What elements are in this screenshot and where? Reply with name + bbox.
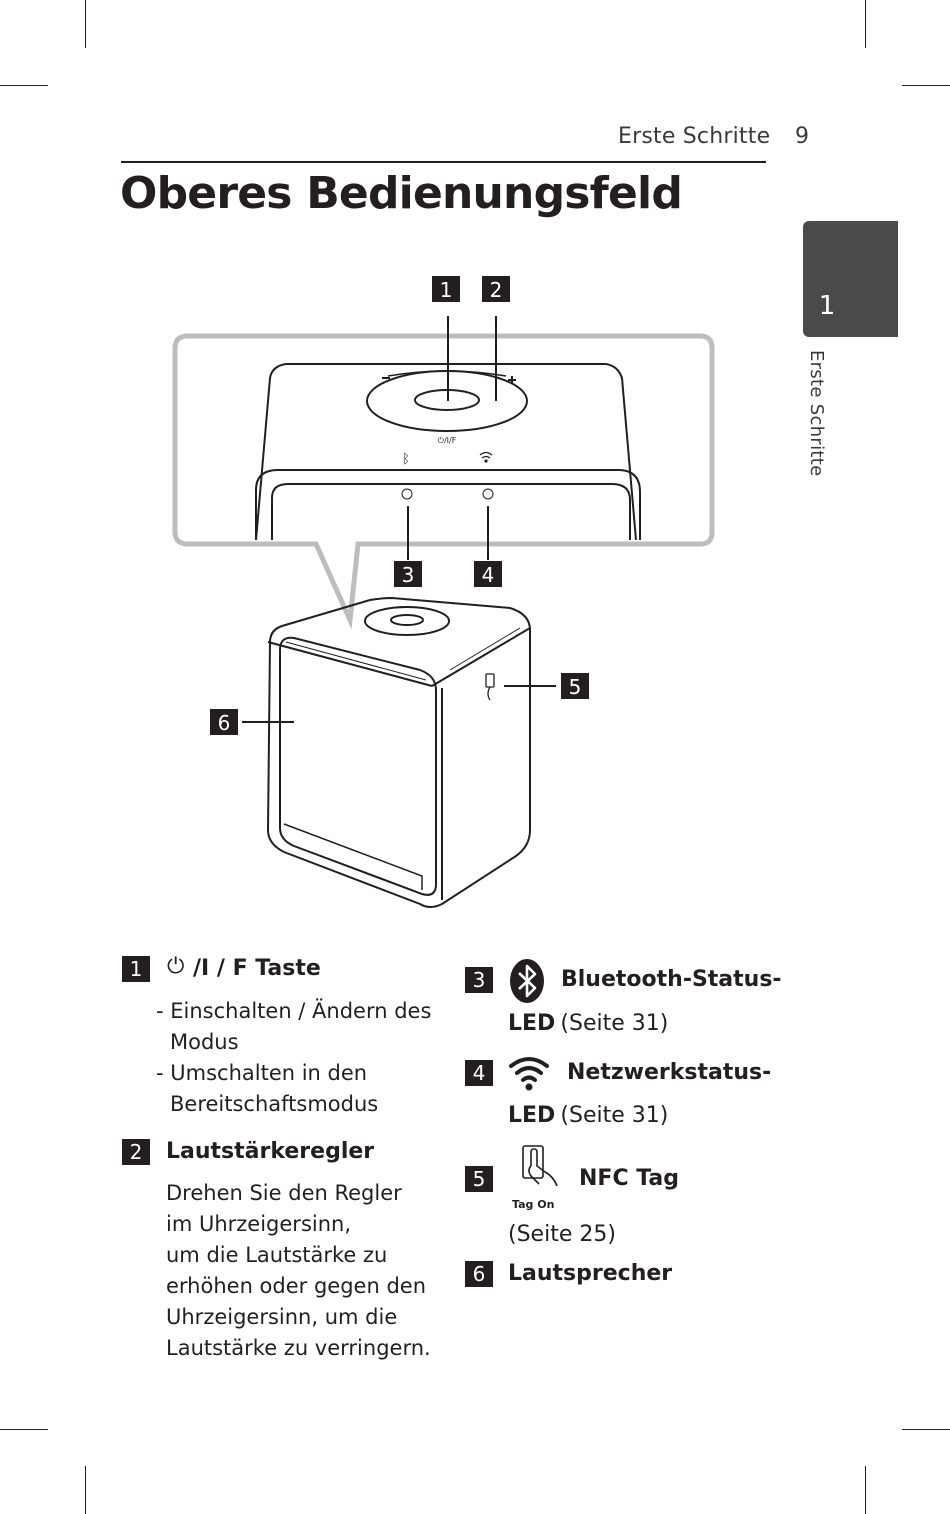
- crop-mark: [85, 0, 86, 48]
- svg-text:5: 5: [569, 675, 582, 699]
- crop-mark: [902, 85, 950, 86]
- legend-item-4: 4 Netzwerkstatus-: [465, 1057, 775, 1100]
- power-icon: ⏻: [167, 954, 185, 979]
- legend-item-3-label: Bluetooth-Status-: [561, 967, 782, 992]
- legend-badge-2: 2: [122, 1139, 150, 1165]
- legend-badge-6: 6: [465, 1261, 493, 1287]
- legend-item-4-label2: LED: [508, 1103, 556, 1128]
- legend-item-1-line: Modus: [170, 1030, 239, 1054]
- legend-badge-5: 5: [465, 1166, 493, 1192]
- legend-item-2: 2 Lautstärkeregler: [122, 1139, 442, 1169]
- legend-item-3-label2: LED: [508, 1011, 556, 1036]
- svg-text:6: 6: [218, 711, 231, 735]
- legend-item-1-line: - Einschalten / Ändern des: [156, 999, 432, 1023]
- callout-badge-3: 3: [394, 561, 422, 587]
- wifi-icon: [479, 451, 493, 463]
- page-number: 9: [795, 124, 809, 149]
- legend-item-2-line: um die Lautstärke zu: [166, 1243, 388, 1267]
- legend-item-5-label: NFC Tag: [579, 1166, 680, 1191]
- bluetooth-icon: ᛒ: [402, 452, 410, 467]
- legend-item-5-ref: (Seite 25): [508, 1222, 616, 1247]
- running-header-section: Erste Schritte: [618, 124, 771, 149]
- legend-item-4-ref: (Seite 31): [560, 1103, 669, 1128]
- legend-item-1-line: - Umschalten in den: [156, 1061, 368, 1085]
- callout-badge-5: 5: [561, 673, 589, 699]
- legend-item-3: 3 Bluetooth-Status-: [465, 959, 782, 1007]
- wifi-icon: [509, 1057, 549, 1091]
- crop-mark: [0, 1429, 48, 1430]
- callout-badge-6: 6: [210, 709, 238, 735]
- legend-item-3-line2: LED (Seite 31): [508, 1008, 668, 1039]
- svg-text:4: 4: [482, 563, 495, 587]
- bluetooth-led: [401, 488, 413, 500]
- legend-item-1-line: Bereitschaftsmodus: [170, 1092, 379, 1116]
- header-rule: [121, 161, 766, 163]
- legend-badge-4: 4: [465, 1060, 493, 1086]
- bluetooth-icon: [510, 959, 544, 1003]
- legend-item-6-label: Lautsprecher: [508, 1261, 673, 1286]
- callout-badge-4: 4: [474, 561, 502, 587]
- nfc-tag-icon: [522, 1145, 558, 1187]
- legend-badge-3: 3: [465, 967, 493, 993]
- legend-item-2-line: Lautstärke zu verringern.: [166, 1336, 431, 1360]
- legend-item-2-line: im Uhrzeigersinn,: [166, 1212, 352, 1236]
- speaker-front-rim: [255, 469, 641, 540]
- legend-item-2-label: Lautstärkeregler: [166, 1139, 375, 1164]
- legend-item-4-label: Netzwerkstatus-: [567, 1060, 772, 1085]
- nfc-mark-icon: [485, 673, 495, 701]
- zoom-callout-frame: [172, 333, 715, 630]
- crop-mark: [865, 1466, 866, 1514]
- svg-text:3: 3: [402, 563, 415, 587]
- legend-item-6: 6 Lautsprecher: [465, 1261, 775, 1291]
- callout-badge-2: 2: [482, 276, 510, 302]
- page-title: Oberes Bedienungsfeld: [120, 168, 683, 219]
- crop-mark: [902, 1429, 950, 1430]
- legend-badge-1: 1: [122, 956, 150, 982]
- speaker-diagram: ⏻/I/F ᛒ 1 2 3 4 5 6: [172, 276, 715, 908]
- chapter-number: 1: [818, 291, 836, 321]
- legend-item-4-line2: LED (Seite 31): [508, 1100, 668, 1131]
- nfc-tag-icon-caption: Tag On: [512, 1198, 555, 1211]
- legend-item-2-line: Drehen Sie den Regler: [166, 1181, 402, 1205]
- legend-item-2-line: Uhrzeigersinn, um die: [166, 1305, 398, 1329]
- network-led: [482, 488, 494, 500]
- power-button-label: ⏻/I/F: [438, 436, 457, 445]
- legend-item-5: 5 Tag On NFC Tag: [465, 1145, 775, 1211]
- speaker-grille: [279, 636, 437, 896]
- svg-text:1: 1: [440, 278, 453, 302]
- speaker-top-enlarged: [255, 363, 637, 541]
- legend-item-1-label: /I / F Taste: [193, 956, 321, 981]
- legend-item-1: 1 ⏻ /I / F Taste: [122, 954, 442, 986]
- chapter-side-label: Erste Schritte: [806, 350, 827, 477]
- crop-mark: [85, 1466, 86, 1514]
- chapter-tab: 1: [803, 221, 898, 337]
- crop-mark: [865, 0, 866, 48]
- svg-text:2: 2: [490, 278, 503, 302]
- legend-item-3-ref: (Seite 31): [560, 1011, 669, 1036]
- legend-item-2-line: erhöhen oder gegen den: [166, 1274, 427, 1298]
- callout-badge-1: 1: [432, 276, 460, 302]
- speaker-body: [266, 596, 531, 908]
- crop-mark: [0, 85, 48, 86]
